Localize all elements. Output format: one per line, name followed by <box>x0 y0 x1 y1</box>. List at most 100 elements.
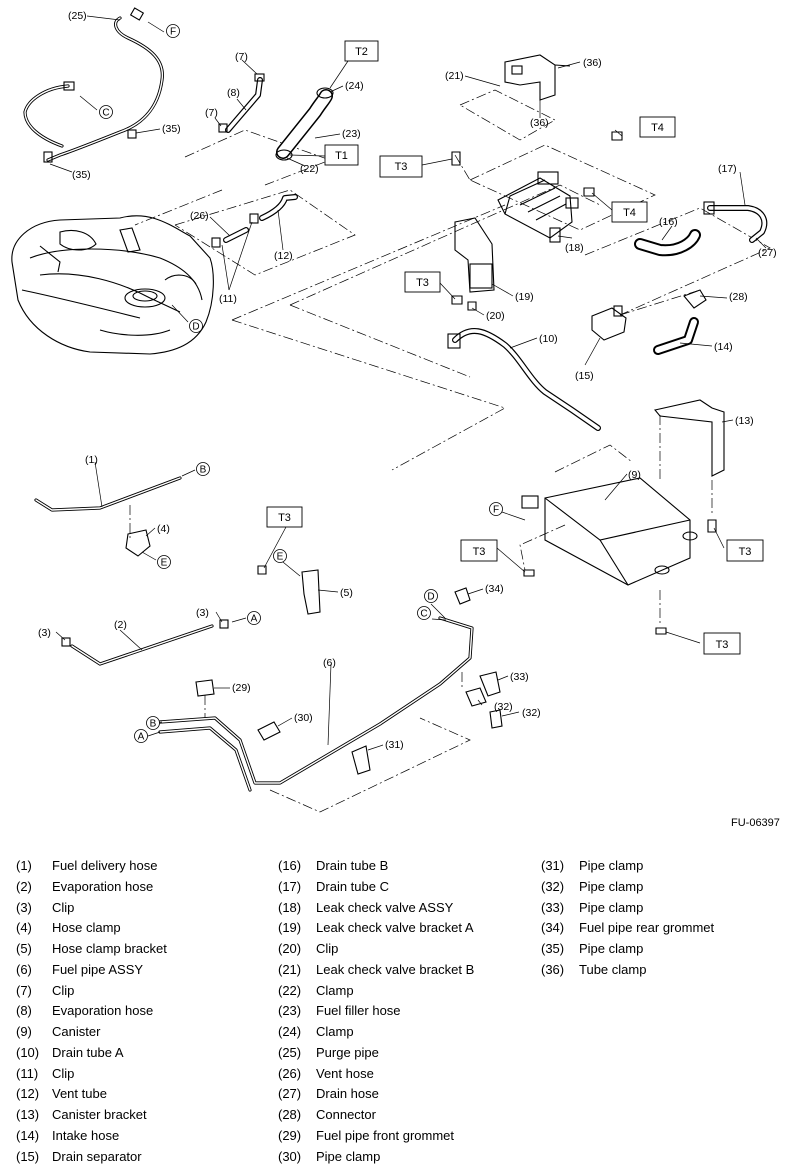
legend-item: (26)Vent hose <box>278 1064 528 1085</box>
torque-tag-t3-bracket: T3 <box>266 506 303 528</box>
legend-item: (14)Intake hose <box>16 1126 266 1147</box>
legend-item-number: (25) <box>278 1044 302 1060</box>
legend-item: (19)Leak check valve bracket A <box>278 918 528 939</box>
legend-item-number: (29) <box>278 1127 302 1143</box>
legend-item: (35)Pipe clamp <box>541 939 781 960</box>
legend-item-name: Pipe clamp <box>579 878 644 894</box>
svg-text:C: C <box>102 108 109 119</box>
legend-item-name: Drain tube C <box>316 878 389 894</box>
legend-item-number: (1) <box>16 858 32 873</box>
legend-item-name: Vent tube <box>52 1086 107 1102</box>
callout-22: (22) <box>300 163 319 175</box>
legend-item-number: (30) <box>278 1148 302 1164</box>
legend-item-number: (14) <box>16 1127 40 1143</box>
callout-6: (6) <box>323 657 336 669</box>
legend-item-number: (10) <box>16 1044 40 1060</box>
torque-tags: T2 T1 T3 T4 T4 T3 T3 T3 <box>266 40 764 655</box>
bolts-and-nuts <box>257 131 717 635</box>
callout-35-left: (35) <box>72 169 91 181</box>
callout-21: (21) <box>445 70 464 82</box>
legend-item: (15)Drain separator <box>16 1147 266 1168</box>
callout-19: (19) <box>515 291 534 303</box>
legend-item-number: (19) <box>278 920 302 936</box>
legend-item-name: Fuel pipe ASSY <box>52 961 144 977</box>
legend-item: (22)Clamp <box>278 981 528 1002</box>
callout-34: (34) <box>485 583 504 595</box>
callout-32-left: (32) <box>494 701 513 713</box>
legend-item-name: Evaporation hose <box>52 1003 154 1019</box>
callout-1: (1) <box>85 454 98 466</box>
callout-15: (15) <box>575 370 594 382</box>
legend-item-name: Vent hose <box>316 1065 374 1081</box>
legend-item-number: (20) <box>278 941 302 956</box>
fuel-filler-hose <box>275 87 334 161</box>
legend-item-number: (12) <box>16 1086 40 1102</box>
legend-item-number: (18) <box>278 899 302 915</box>
leak-check-valve-bracket-b <box>504 54 571 101</box>
legend-item-number: (6) <box>16 961 32 977</box>
legend-item-name: Fuel filler hose <box>316 1003 401 1019</box>
connector-f-canister: F <box>489 502 503 516</box>
legend-item: (10)Drain tube A <box>16 1043 266 1064</box>
callout-18: (18) <box>565 242 584 254</box>
legend-column-3: (31)Pipe clamp(32)Pipe clamp(33)Pipe cla… <box>541 856 781 981</box>
vent-tube <box>211 194 298 248</box>
legend-item-name: Pipe clamp <box>579 899 644 915</box>
legend-item-number: (28) <box>278 1107 302 1122</box>
legend-item-number: (32) <box>541 878 565 894</box>
callout-3-left: (3) <box>38 627 51 639</box>
svg-text:T4: T4 <box>651 122 664 134</box>
figure-code: FU-06397 <box>731 817 780 829</box>
hose-clamp <box>125 529 151 557</box>
fuel-pipe-assy <box>158 616 474 792</box>
fuel-delivery-hose <box>34 476 182 512</box>
legend-item-number: (15) <box>16 1148 40 1164</box>
legend-item-name: Drain tube B <box>316 858 389 873</box>
svg-text:T1: T1 <box>335 150 348 162</box>
svg-text:B: B <box>200 465 207 476</box>
drain-tube-c <box>703 201 768 243</box>
legend-item: (6) Fuel pipe ASSY <box>16 960 266 981</box>
legend-item-number: (34) <box>541 920 565 936</box>
exploded-parts-diagram: (25) (35) (35) (7) (8) (7) (24) (23) (22… <box>11 7 777 813</box>
canister-bracket <box>653 399 725 477</box>
legend-column-1: (1)Fuel delivery hose(2)Evaporation hose… <box>16 856 266 1167</box>
legend-item: (30) Pipe clamp <box>278 1147 528 1168</box>
legend-item-number: (35) <box>541 941 565 956</box>
legend-item-name: Pipe clamp <box>316 1148 381 1164</box>
callout-27: (27) <box>758 247 777 259</box>
legend-item-name: Hose clamp bracket <box>52 941 167 956</box>
legend-item-name: Drain hose <box>316 1086 379 1102</box>
legend-item-name: Purge pipe <box>316 1044 379 1060</box>
legend-item-number: (9) <box>16 1024 32 1039</box>
callout-14: (14) <box>714 341 733 353</box>
legend-item: (24)Clamp <box>278 1022 528 1043</box>
legend-item: (27)Drain hose <box>278 1084 528 1105</box>
legend-item-number: (7) <box>16 982 32 998</box>
legend-item-number: (24) <box>278 1024 302 1039</box>
svg-text:B: B <box>150 719 157 730</box>
torque-tag-t4-top: T4 <box>639 116 676 138</box>
svg-text:D: D <box>427 592 434 603</box>
legend-item-name: Clip <box>52 1065 75 1081</box>
torque-tag-t3-leak-bracket-a: T3 <box>404 271 441 293</box>
legend-item: (32) Pipe clamp <box>541 877 781 898</box>
legend-item: (16)Drain tube B <box>278 856 528 877</box>
legend-item-name: Pipe clamp <box>579 858 644 873</box>
callout-36-bottom: (36) <box>530 117 549 129</box>
legend-item: (25) Purge pipe <box>278 1043 528 1064</box>
svg-text:E: E <box>277 552 284 563</box>
legend-item: (9)Canister <box>16 1022 266 1043</box>
callout-8: (8) <box>227 87 240 99</box>
leader-lines <box>49 15 767 751</box>
callout-10: (10) <box>539 333 558 345</box>
callout-32-right: (32) <box>522 707 541 719</box>
intake-hose <box>653 317 699 355</box>
callout-23: (23) <box>342 128 361 140</box>
svg-text:F: F <box>493 505 499 516</box>
callout-30: (30) <box>294 712 313 724</box>
legend-item-name: Evaporation hose <box>52 878 154 894</box>
connector-e-clamp: E <box>157 555 171 569</box>
legend-item: (18)Leak check valve ASSY <box>278 898 528 919</box>
legend-item-number: (23) <box>278 1003 302 1019</box>
